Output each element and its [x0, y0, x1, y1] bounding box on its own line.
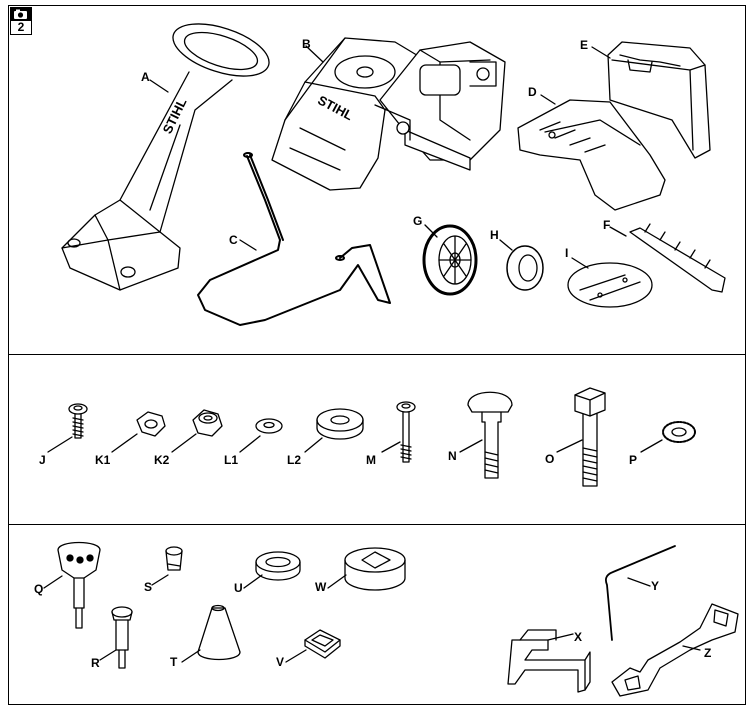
part-Y-hex-key: [605, 545, 676, 641]
part-H-ring: [506, 245, 544, 291]
label-K2: K2: [154, 453, 170, 467]
label-D: D: [528, 85, 537, 99]
part-Z-wrench: [611, 603, 739, 697]
label-H: H: [490, 228, 499, 242]
label-T: T: [170, 655, 178, 669]
part-O-hex-bolt: [574, 387, 606, 487]
label-R: R: [91, 656, 100, 670]
label-J: J: [39, 453, 46, 467]
label-E: E: [580, 38, 589, 52]
label-K1: K1: [95, 453, 111, 467]
label-X: X: [574, 630, 583, 644]
part-L1-washer: [255, 418, 283, 434]
part-G-wheel: [422, 224, 478, 296]
label-Z: Z: [704, 646, 712, 660]
label-L1: L1: [224, 453, 239, 467]
part-F-rail: [629, 223, 726, 293]
section-divider-2: [8, 524, 746, 525]
label-S: S: [144, 580, 153, 594]
label-V: V: [276, 655, 285, 669]
part-C-frame: [197, 152, 391, 326]
part-X-bracket: [507, 629, 591, 693]
label-N: N: [448, 449, 457, 463]
camera-icon: [11, 8, 31, 21]
part-S-stud: [165, 546, 183, 571]
part-R-pin: [111, 606, 133, 669]
part-E-chute: [607, 41, 711, 159]
part-M-bolt: [396, 401, 416, 463]
part-L2-washer: [316, 408, 364, 440]
label-O: O: [545, 452, 555, 466]
label-B: B: [302, 37, 311, 51]
part-I-plate: [567, 262, 653, 308]
part-J-screw: [68, 403, 88, 439]
part-P-lock-washer: [662, 421, 696, 443]
part-U-ring: [255, 551, 301, 581]
part-W-block: [344, 547, 406, 591]
label-Q: Q: [34, 582, 44, 596]
part-N-carriage-bolt: [467, 391, 513, 479]
figure-badge: 2: [10, 7, 32, 35]
label-A: A: [141, 70, 150, 84]
part-V-insert: [304, 629, 341, 659]
part-T-cone: [197, 604, 241, 661]
label-Y: Y: [651, 579, 660, 593]
label-W: W: [315, 580, 327, 594]
section-divider-1: [8, 354, 746, 355]
part-B-engine-base: [271, 37, 506, 191]
diagram-frame: [8, 5, 746, 705]
label-U: U: [234, 581, 243, 595]
label-G: G: [413, 214, 423, 228]
label-L2: L2: [287, 453, 302, 467]
label-P: P: [629, 453, 638, 467]
part-D-cover: [517, 99, 666, 211]
part-A-hopper: [61, 23, 270, 291]
label-F: F: [603, 218, 611, 232]
label-M: M: [366, 453, 376, 467]
label-C: C: [229, 233, 238, 247]
label-I: I: [565, 246, 569, 260]
part-K2-locknut: [192, 409, 223, 437]
figure-number: 2: [17, 20, 25, 34]
part-Q-knob: [57, 541, 101, 629]
part-K1-nut: [136, 411, 166, 437]
